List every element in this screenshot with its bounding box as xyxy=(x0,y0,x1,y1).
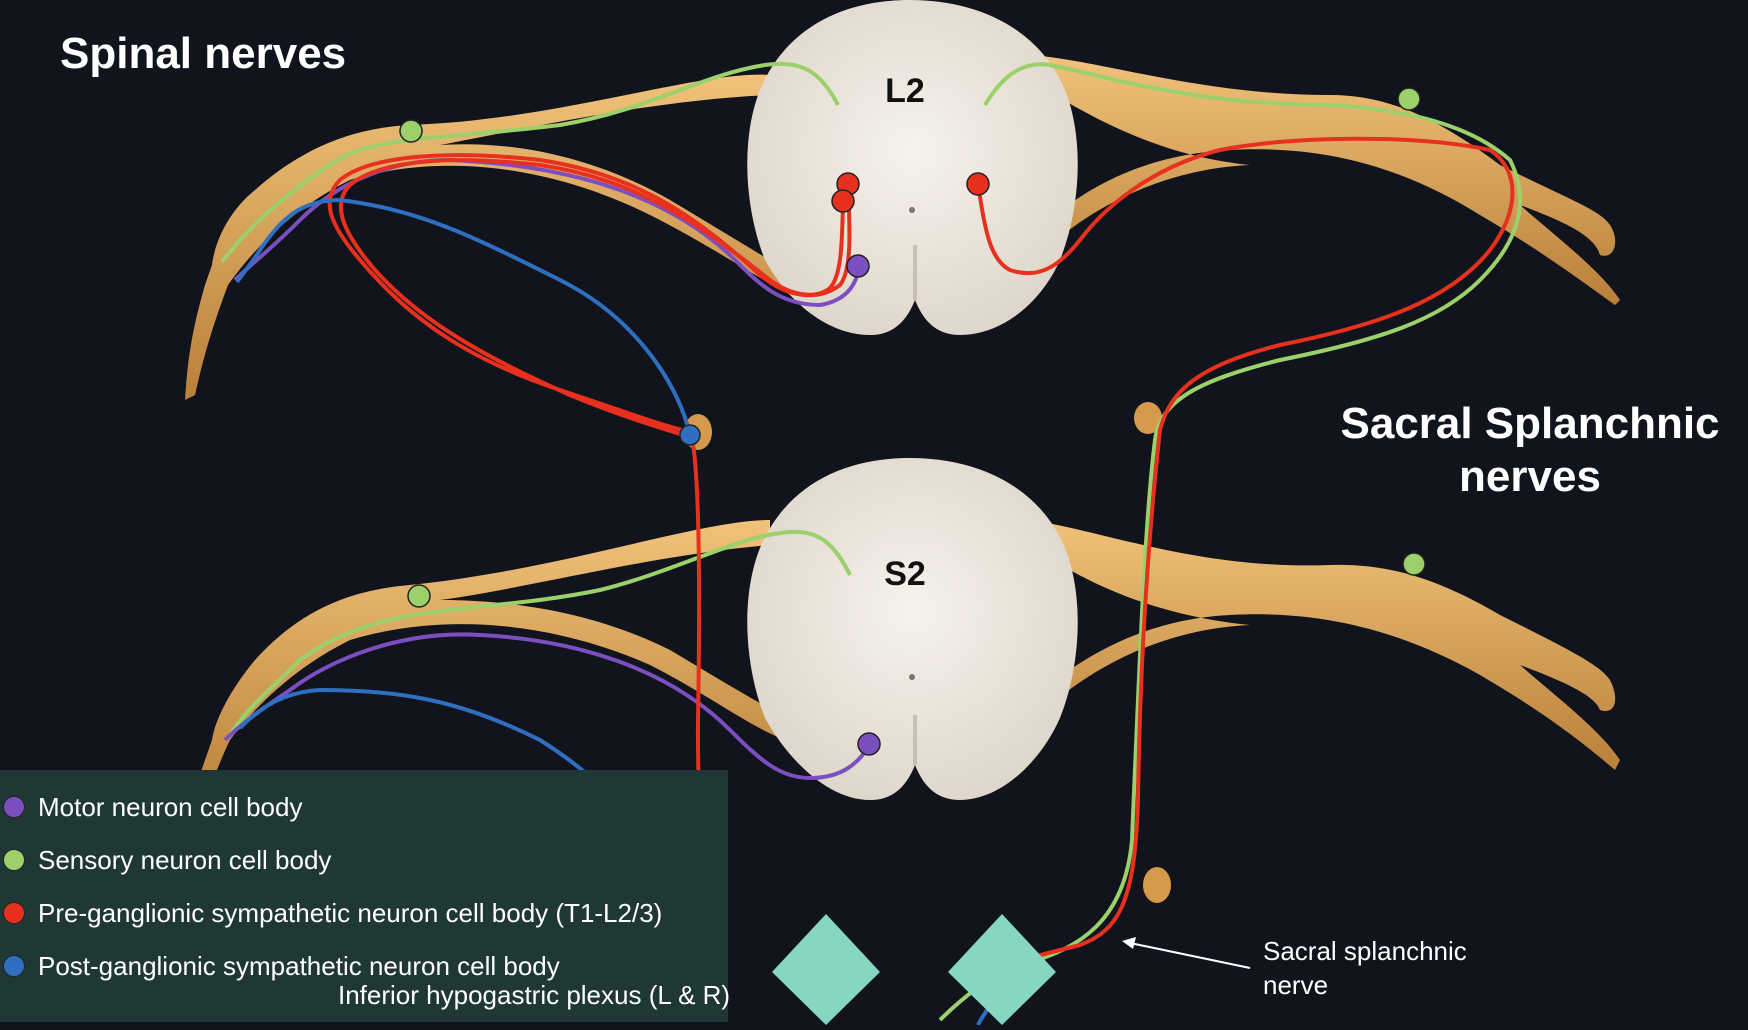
sympathetic-ganglion-lower-right xyxy=(1143,867,1171,903)
preganglionic-cell-body xyxy=(831,189,855,213)
plexus-left xyxy=(772,914,880,1025)
legend-label: Sensory neuron cell body xyxy=(38,844,332,875)
title-sacral-splanchnic: Sacral Splanchnic nerves xyxy=(1320,398,1740,504)
segment-label-s2: S2 xyxy=(884,555,926,593)
motor-cell-body xyxy=(857,732,881,756)
sensory-dot-icon xyxy=(3,849,25,871)
title-spinal-nerves: Spinal nerves xyxy=(60,29,347,78)
l2-spinal-nerve-right xyxy=(990,55,1620,305)
preganglionic-cell-body xyxy=(966,172,990,196)
sensory-neuron-pathways xyxy=(220,61,1522,1022)
spinal-cord-l2: L2 xyxy=(747,0,1078,335)
legend: Motor neuron cell body Sensory neuron ce… xyxy=(0,770,728,1022)
cell-bodies xyxy=(399,87,1426,985)
legend-label: Post-ganglionic sympathetic neuron cell … xyxy=(38,950,560,981)
legend-item-postganglionic: Post-ganglionic sympathetic neuron cell … xyxy=(0,946,560,986)
sensory-cell-body xyxy=(407,584,431,608)
motor-neuron-pathways xyxy=(223,157,872,781)
annotation-line-2: nerve xyxy=(1263,970,1329,1001)
sacral-splanchnic-label: Sacral splanchnic nerve xyxy=(1263,934,1523,1003)
preganglionic-neuron-pathways xyxy=(327,136,1515,970)
legend-item-motor: Motor neuron cell body xyxy=(0,787,302,827)
s2-spinal-nerve-right xyxy=(990,520,1620,770)
sensory-cell-body xyxy=(399,119,423,143)
sensory-cell-body xyxy=(1402,552,1426,576)
legend-label: Motor neuron cell body xyxy=(38,791,303,822)
inferior-hypogastric-plexus xyxy=(772,914,1056,1025)
plexus-right xyxy=(948,914,1056,1025)
motor-cell-body xyxy=(846,254,870,278)
legend-item-preganglionic: Pre-ganglionic sympathetic neuron cell b… xyxy=(0,893,662,933)
legend-item-sensory: Sensory neuron cell body xyxy=(0,840,331,880)
segment-label-l2: L2 xyxy=(885,72,925,110)
preganglionic-dot-icon xyxy=(3,902,25,924)
sacral-splanchnic-arrow xyxy=(1122,937,1251,969)
postganglionic-dot-icon xyxy=(3,955,25,977)
sensory-cell-body xyxy=(1397,87,1421,111)
postganglionic-cell-body xyxy=(679,424,701,446)
title-line-2: nerves xyxy=(1459,451,1601,501)
title-line-1: Sacral Splanchnic xyxy=(1340,399,1720,448)
plexus-label: Inferior hypogastric plexus (L & R) xyxy=(338,980,731,1010)
legend-label: Pre-ganglionic sympathetic neuron cell b… xyxy=(38,897,663,928)
annotation-line-1: Sacral splanchnic xyxy=(1263,936,1467,966)
sympathetic-ganglion-upper-right xyxy=(1134,402,1162,434)
spinal-cord-s2: S2 xyxy=(747,458,1078,800)
motor-dot-icon xyxy=(3,796,25,818)
s2-spinal-nerve-left xyxy=(188,520,810,812)
